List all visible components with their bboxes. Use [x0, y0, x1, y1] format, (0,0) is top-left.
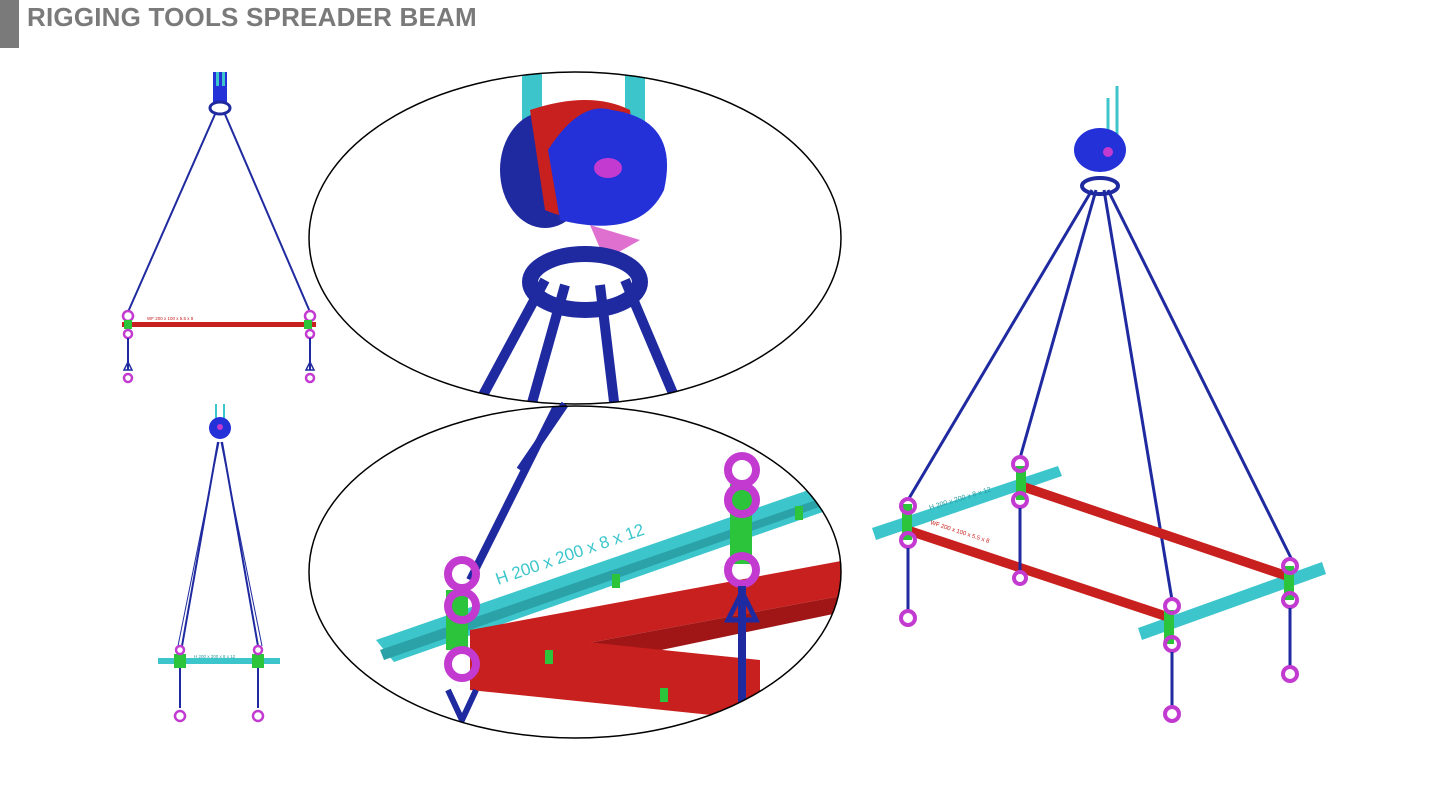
beam-size-label: WF 200 x 100 x 5.5 x 8: [147, 316, 194, 321]
pulley-block-icon: [1074, 128, 1126, 172]
shackle-icon: [899, 497, 917, 515]
sling-left: [127, 111, 217, 313]
shackle-icon: [303, 309, 317, 323]
front-view-wf-spreader: WF 200 x 100 x 5.5 x 8: [121, 72, 317, 384]
shackle-icon: [121, 309, 135, 323]
wf-beam: [122, 322, 316, 327]
h-beam: [158, 658, 280, 664]
beam-size-label: H 200 x 200 x 8 x 12: [194, 654, 236, 659]
top-lift-hook: [208, 72, 232, 116]
slide-title: RIGGING TOOLS SPREADER BEAM: [27, 2, 477, 32]
isometric-spreader-frame: H 200 x 200 x 8 x 12 WF 200 x 100 x 5.5 …: [872, 86, 1326, 723]
side-view-h-spreader: H 200 x 200 x 8 x 12: [158, 404, 280, 723]
detail-beam-connection: H 200 x 200 x 8 x 12 WF 200 x 100 x 5.5 …: [308, 405, 842, 739]
detail-pulley-block: [308, 71, 842, 405]
sling-right: [223, 111, 311, 313]
title-accent-bar: [0, 0, 19, 48]
